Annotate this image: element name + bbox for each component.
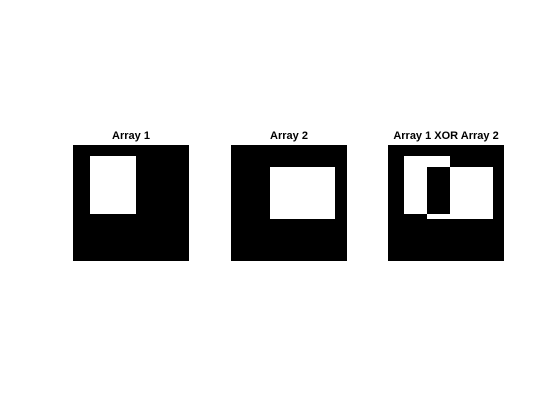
panel-title-array-2: Array 2 [270, 130, 308, 142]
xor-white-right-block [450, 167, 493, 219]
panel-title-array-1: Array 1 [112, 130, 150, 142]
panel-array-xor: Array 1 XOR Array 2 [388, 130, 504, 261]
panel-title-array-xor: Array 1 XOR Array 2 [393, 130, 498, 142]
xor-white-bottom-strip [427, 214, 450, 219]
xor-white-left-block [404, 167, 427, 214]
array-2-white-block [270, 167, 335, 219]
panel-array-1: Array 1 [73, 130, 189, 261]
array-1-white-block [90, 156, 136, 214]
xor-white-top-strip [404, 156, 450, 167]
panel-array-2: Array 2 [231, 130, 347, 261]
